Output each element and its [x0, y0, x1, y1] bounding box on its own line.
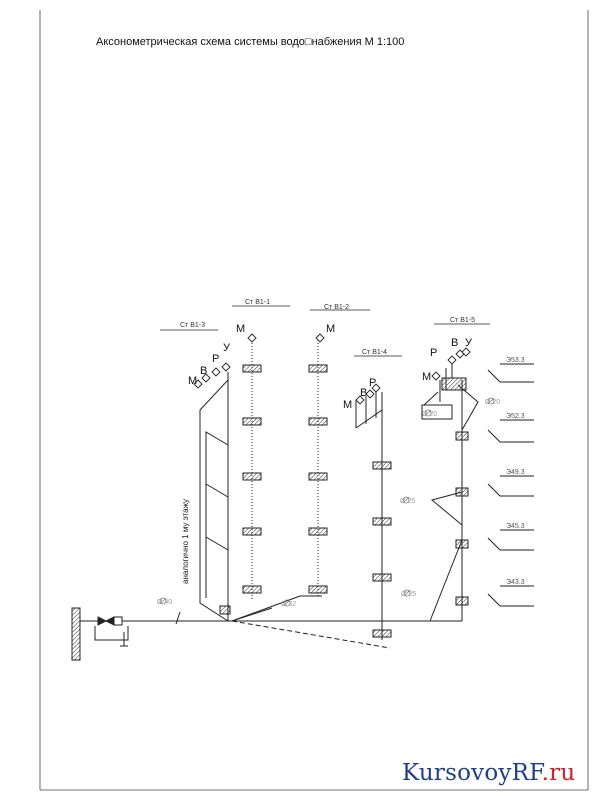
riser-label-b1-1: Ст В1-1	[245, 299, 270, 306]
site-watermark: KursovoyRF.ru	[402, 760, 575, 786]
level-label-5: Э43.3	[506, 579, 525, 586]
fixture-label-u-b1-5: У	[465, 337, 473, 349]
diameter-label-b15: Ø 25	[401, 591, 416, 598]
fixture-label-m-b1-5: М	[422, 371, 431, 383]
fixture-label-b-b1-4: В	[360, 387, 367, 399]
fixture-label-p-b1-5: Р	[430, 347, 437, 359]
similar-floor-note: аналогично 1 му этажу	[181, 499, 190, 584]
diameter-label-branch-mid: Ø 25	[400, 498, 415, 505]
drawing-title: Аксонометрическая схема системы водо□наб…	[96, 36, 405, 48]
fixture-label-m-b1-2: М	[326, 323, 335, 335]
fixture-label-p-b1-3: Р	[212, 353, 219, 365]
inlet-wall	[71, 607, 81, 661]
riser-b1-4	[355, 390, 392, 640]
level-label-2: Э52.3	[506, 413, 525, 420]
water-meter-assembly	[80, 616, 129, 647]
riser-b1-1	[242, 340, 262, 600]
watermark-tld: .ru	[541, 760, 576, 786]
diameter-label-b15-left: Ø 20	[422, 411, 437, 418]
fixture-label-u-b1-3: У	[223, 342, 231, 354]
diameter-label-main: Ø 40	[157, 599, 172, 606]
level-label-4: Э45.3	[506, 523, 525, 530]
riser-b1-5	[421, 356, 479, 622]
watermark-brand: KursovoyRF	[402, 760, 542, 786]
fixture-label-b-b1-3: В	[200, 365, 207, 377]
fixture-label-m-b1-1: М	[236, 323, 245, 335]
fixture-valves	[193, 333, 471, 405]
riser-label-b1-3: Ст В1-3	[180, 322, 205, 329]
fixture-label-p-b1-4: Р	[369, 377, 376, 389]
riser-label-lines	[160, 305, 490, 357]
riser-label-b1-5: Ст В1-5	[450, 317, 475, 324]
riser-b1-2	[308, 340, 328, 596]
sheet-frame	[39, 10, 589, 791]
fixture-label-b-b1-5: В	[451, 337, 458, 349]
level-label-3: Э49.3	[506, 469, 525, 476]
riser-label-b1-4: Ст В1-4	[362, 349, 387, 356]
level-marks	[487, 363, 534, 607]
riser-b1-3	[199, 372, 231, 622]
fixture-label-m-b1-4: М	[343, 399, 352, 411]
diameter-label-branch-low: Ø 32	[281, 601, 296, 608]
riser-label-b1-2: Ст В1-2	[324, 304, 349, 311]
fixture-label-m-b1-3: М	[188, 375, 197, 387]
diameter-markers	[159, 397, 495, 607]
diameter-label-b15-top: Ø 20	[485, 399, 500, 406]
level-label-1: Э53.3	[506, 357, 525, 364]
